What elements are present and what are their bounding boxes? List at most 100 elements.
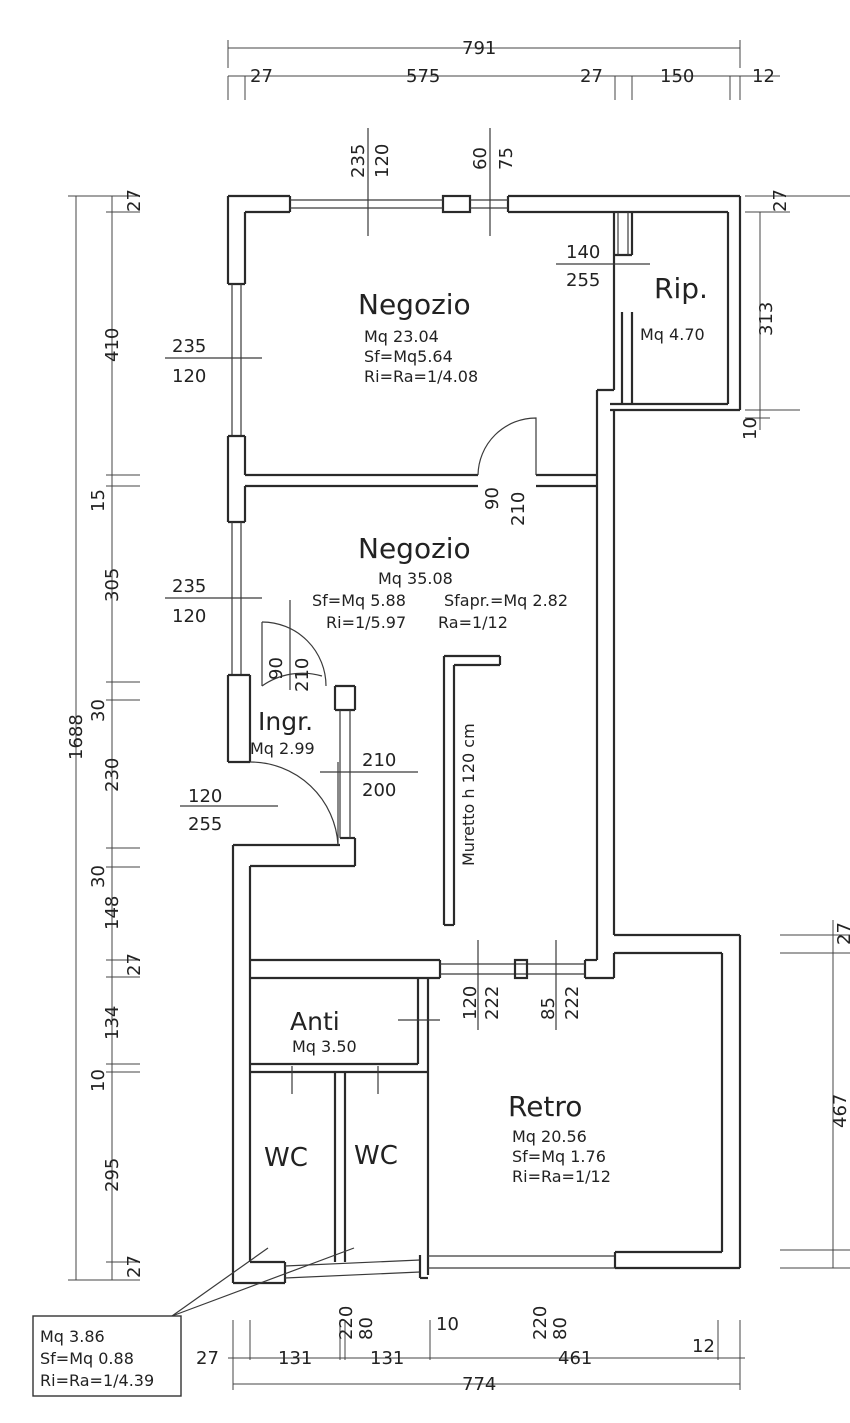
dim-bot-80a: 80 (356, 1317, 377, 1340)
bottom-dimensions: 27 131 131 10 461 12 774 220 80 220 80 (196, 1306, 745, 1395)
room-name: Negozio (358, 532, 471, 565)
left-dimensions: 1688 27 410 15 305 30 230 30 148 27 134 … (66, 189, 145, 1281)
room-anti: Anti Mq 3.50 (290, 1007, 357, 1056)
dim-right-467: 467 (830, 1094, 850, 1128)
w-left2-b: 120 (172, 606, 206, 627)
room-area: Mq 23.04 (364, 327, 439, 346)
callout-ri: Ri=Ra=1/4.39 (40, 1371, 154, 1390)
callout-sf: Sf=Mq 0.88 (40, 1349, 134, 1368)
room-area: Mq 35.08 (378, 569, 453, 588)
w-top2-b: 75 (496, 147, 517, 170)
room-area: Mq 4.70 (640, 325, 705, 344)
w-rip-a: 140 (566, 242, 600, 263)
door-neg-a: 90 (482, 487, 503, 510)
room-negozio-2: Negozio Mq 35.08 Sf=Mq 5.88 Sfapr.=Mq 2.… (312, 532, 568, 632)
dim-bot-131a: 131 (278, 1348, 312, 1369)
room-name: Ingr. (258, 707, 313, 736)
dim-left-15: 15 (88, 489, 109, 512)
dim-left-27a: 27 (124, 189, 145, 212)
dim-left-27b: 27 (124, 953, 145, 976)
room-area: Mq 20.56 (512, 1127, 587, 1146)
dim-left-total: 1688 (66, 714, 87, 760)
room-name: Retro (508, 1090, 582, 1123)
dim-left-305: 305 (102, 568, 123, 602)
d-ingr-b: 200 (362, 780, 396, 801)
dim-bot-774: 774 (462, 1374, 496, 1395)
w-left1-b: 120 (172, 366, 206, 387)
callout-area: Mq 3.86 (40, 1327, 105, 1346)
room-name: Anti (290, 1007, 340, 1036)
room-ingr: Ingr. Mq 2.99 (250, 707, 315, 758)
room-wc-2: WC (354, 1141, 398, 1171)
door-neg-b: 210 (508, 492, 529, 526)
right-dimensions: 27 313 10 467 27 (740, 189, 850, 1269)
d-ext-b: 255 (188, 814, 222, 835)
room-sfapr: Sfapr.=Mq 2.82 (444, 591, 568, 610)
room-ri: Ri=Ra=1/4.08 (364, 367, 478, 386)
dim-right-27b: 27 (834, 922, 850, 945)
dim-left-148: 148 (102, 896, 123, 930)
dim-top-27b: 27 (580, 66, 603, 87)
d-ingr-a: 210 (362, 750, 396, 771)
dim-bot-220a: 220 (336, 1306, 357, 1340)
room-sf: Sf=Mq5.64 (364, 347, 453, 366)
dim-bot-461: 461 (558, 1348, 592, 1369)
dim-right-27: 27 (770, 189, 791, 212)
dim-bot-80b: 80 (550, 1317, 571, 1340)
dim-left-30b: 30 (88, 865, 109, 888)
room-name: Negozio (358, 288, 471, 321)
dim-top-total: 791 (462, 38, 496, 59)
w-top1-a: 235 (348, 144, 369, 178)
room-name: WC (264, 1143, 308, 1173)
w-left1-a: 235 (172, 336, 206, 357)
d-mid2-a: 85 (538, 997, 559, 1020)
room-name: Rip. (654, 272, 708, 305)
d-mid1-a: 120 (460, 986, 481, 1020)
dim-right-10: 10 (740, 417, 761, 440)
room-ra: Ra=1/12 (438, 613, 508, 632)
w-left2-a: 235 (172, 576, 206, 597)
room-rip: Rip. Mq 4.70 (640, 272, 708, 344)
dim-bot-131b: 131 (370, 1348, 404, 1369)
room-area: Mq 3.50 (292, 1037, 357, 1056)
dim-top-27a: 27 (250, 66, 273, 87)
d-mid2-b: 222 (562, 986, 583, 1020)
walls (226, 194, 742, 1285)
dim-left-410: 410 (102, 328, 123, 362)
dim-left-295: 295 (102, 1158, 123, 1192)
door-ingr-b: 210 (292, 658, 313, 692)
dim-left-27c: 27 (124, 1255, 145, 1278)
door-ingr-a: 90 (266, 657, 287, 680)
room-sf: Sf=Mq 1.76 (512, 1147, 606, 1166)
w-top2-a: 60 (470, 147, 491, 170)
top-dimensions: 791 27 575 27 150 12 (227, 38, 780, 100)
dim-right-313: 313 (756, 302, 777, 336)
dim-top-575: 575 (406, 66, 440, 87)
w-rip-b: 255 (566, 270, 600, 291)
wc-callout: Mq 3.86 Sf=Mq 0.88 Ri=Ra=1/4.39 (32, 1315, 182, 1397)
opening-labels: 235 120 60 75 140 255 235 120 90 210 235… (172, 144, 600, 1020)
room-area: Mq 2.99 (250, 739, 315, 758)
d-mid1-b: 222 (482, 986, 503, 1020)
doors (165, 128, 650, 1317)
dim-bot-10: 10 (436, 1314, 459, 1335)
room-negozio-1: Negozio Mq 23.04 Sf=Mq5.64 Ri=Ra=1/4.08 (358, 288, 478, 386)
room-name: WC (354, 1141, 398, 1171)
room-ri: Ri=1/5.97 (326, 613, 406, 632)
dim-left-30a: 30 (88, 699, 109, 722)
dim-left-134: 134 (102, 1006, 123, 1040)
dim-bot-27: 27 (196, 1348, 219, 1369)
room-ri: Ri=Ra=1/12 (512, 1167, 611, 1186)
dim-top-150: 150 (660, 66, 694, 87)
dim-left-10: 10 (88, 1069, 109, 1092)
room-wc-1: WC (264, 1143, 308, 1173)
dim-left-230: 230 (102, 758, 123, 792)
room-retro: Retro Mq 20.56 Sf=Mq 1.76 Ri=Ra=1/12 (508, 1090, 611, 1186)
dim-bot-12: 12 (692, 1336, 715, 1357)
w-top1-b: 120 (372, 144, 393, 178)
dim-bot-220b: 220 (530, 1306, 551, 1340)
dim-top-12: 12 (752, 66, 775, 87)
d-ext-a: 120 (188, 786, 222, 807)
room-sf: Sf=Mq 5.88 (312, 591, 406, 610)
